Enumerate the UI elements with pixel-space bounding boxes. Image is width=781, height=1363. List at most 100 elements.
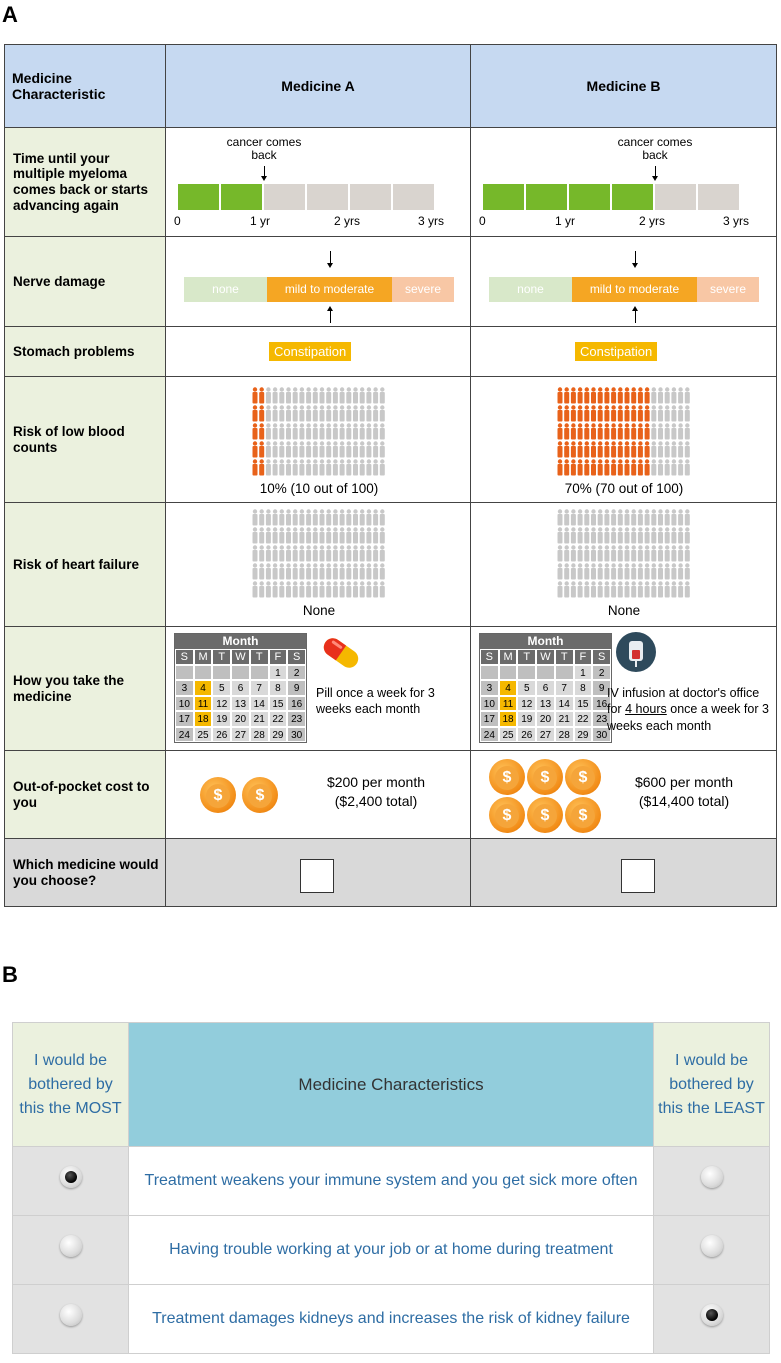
person-icon — [570, 563, 576, 580]
person-icon — [286, 423, 291, 440]
person-icon — [624, 459, 630, 476]
person-icon — [346, 545, 352, 562]
person-icon — [353, 459, 358, 476]
person-icon — [332, 405, 338, 422]
person-icon — [671, 387, 677, 404]
person-icon — [631, 459, 637, 476]
calendar-weekday: W — [536, 649, 555, 665]
least-radio-2[interactable] — [700, 1235, 723, 1257]
person-icon — [658, 387, 663, 404]
choose-medicine-a-checkbox[interactable] — [300, 859, 334, 893]
person-icon — [286, 441, 291, 458]
cost-cell-a: $200 per month ($2,400 total) $$ — [166, 751, 470, 838]
person-icon — [651, 423, 657, 440]
person-icon — [651, 387, 657, 404]
person-icon — [597, 509, 603, 526]
person-icon — [604, 509, 610, 526]
most-radio-2[interactable] — [59, 1235, 82, 1257]
person-icon — [611, 509, 617, 526]
person-icon — [332, 423, 338, 440]
person-icon — [312, 405, 318, 422]
calendar-weekday: W — [231, 649, 250, 665]
person-icon — [306, 563, 312, 580]
characteristics-header: Medicine Characteristics — [128, 1022, 654, 1147]
person-icon — [678, 545, 684, 562]
person-icon — [604, 545, 610, 562]
calendar-day: 13 — [231, 695, 250, 711]
person-icon — [299, 527, 305, 544]
calendar-day: 25 — [193, 726, 213, 742]
person-icon — [637, 387, 643, 404]
panel-a-label: A — [2, 2, 18, 27]
person-icon — [597, 387, 603, 404]
calendar-day: 29 — [573, 726, 593, 742]
calendar-day: 2 — [592, 664, 611, 680]
person-icon — [611, 527, 617, 544]
stomach-badge-a: Constipation — [269, 342, 352, 361]
person-icon — [564, 387, 570, 404]
person-icon — [644, 509, 650, 526]
person-icon — [353, 423, 358, 440]
person-icon — [671, 527, 677, 544]
person-icon — [570, 527, 576, 544]
person-icon — [292, 405, 298, 422]
person-icon — [611, 459, 617, 476]
person-icon — [597, 527, 603, 544]
most-radio-1[interactable] — [59, 1166, 82, 1188]
person-icon — [624, 423, 630, 440]
person-icon — [272, 581, 278, 598]
calendar-day: 28 — [554, 726, 574, 742]
time-tick-label: 2 yrs — [334, 214, 361, 228]
calendar-day: 26 — [212, 726, 232, 742]
characteristic-1: Treatment weakens your immune system and… — [128, 1146, 654, 1216]
most-radio-3[interactable] — [59, 1304, 82, 1326]
person-icon — [379, 563, 385, 580]
person-icon — [591, 509, 596, 526]
person-icon — [577, 423, 583, 440]
pill-icon — [323, 638, 359, 668]
person-icon — [597, 459, 603, 476]
calendar-day: 21 — [249, 711, 269, 727]
person-icon — [584, 545, 590, 562]
calendar-day: 16 — [592, 695, 611, 711]
calendar-day — [554, 664, 574, 680]
person-icon — [671, 405, 677, 422]
row-label-time: Time until your multiple myeloma comes b… — [4, 127, 166, 237]
cost-cell-b: $600 per month ($14,400 total) $$$$$$ — [471, 751, 776, 838]
person-icon — [279, 405, 285, 422]
person-icon — [319, 581, 325, 598]
time-bar-segment — [264, 184, 305, 210]
person-icon — [624, 387, 630, 404]
person-icon — [624, 545, 630, 562]
least-radio-1[interactable] — [700, 1166, 723, 1188]
cost-text-b: $600 per month ($14,400 total) — [609, 773, 759, 811]
calendar-weekday: T — [249, 649, 269, 665]
person-icon — [658, 459, 663, 476]
person-icon — [299, 387, 305, 404]
person-icon — [664, 387, 670, 404]
calendar-day: 13 — [536, 695, 555, 711]
person-icon — [319, 387, 325, 404]
person-icon — [591, 423, 596, 440]
person-icon — [557, 387, 563, 404]
choose-medicine-b-checkbox[interactable] — [621, 859, 655, 893]
person-icon — [306, 459, 312, 476]
person-icon — [604, 563, 610, 580]
person-icon — [272, 441, 278, 458]
least-radio-3[interactable] — [700, 1304, 723, 1326]
person-icon — [252, 387, 258, 404]
how-text-b-hours: 4 hours — [625, 702, 667, 717]
header-medicine-b: Medicine B — [470, 44, 777, 128]
row-label-choose: Which medicine would you choose? — [4, 838, 166, 907]
person-icon — [604, 423, 610, 440]
calendar-title: Month — [480, 634, 611, 649]
person-icon — [326, 527, 332, 544]
person-icon — [678, 423, 684, 440]
person-icon — [259, 441, 265, 458]
person-icon — [265, 441, 271, 458]
person-icon — [312, 441, 318, 458]
